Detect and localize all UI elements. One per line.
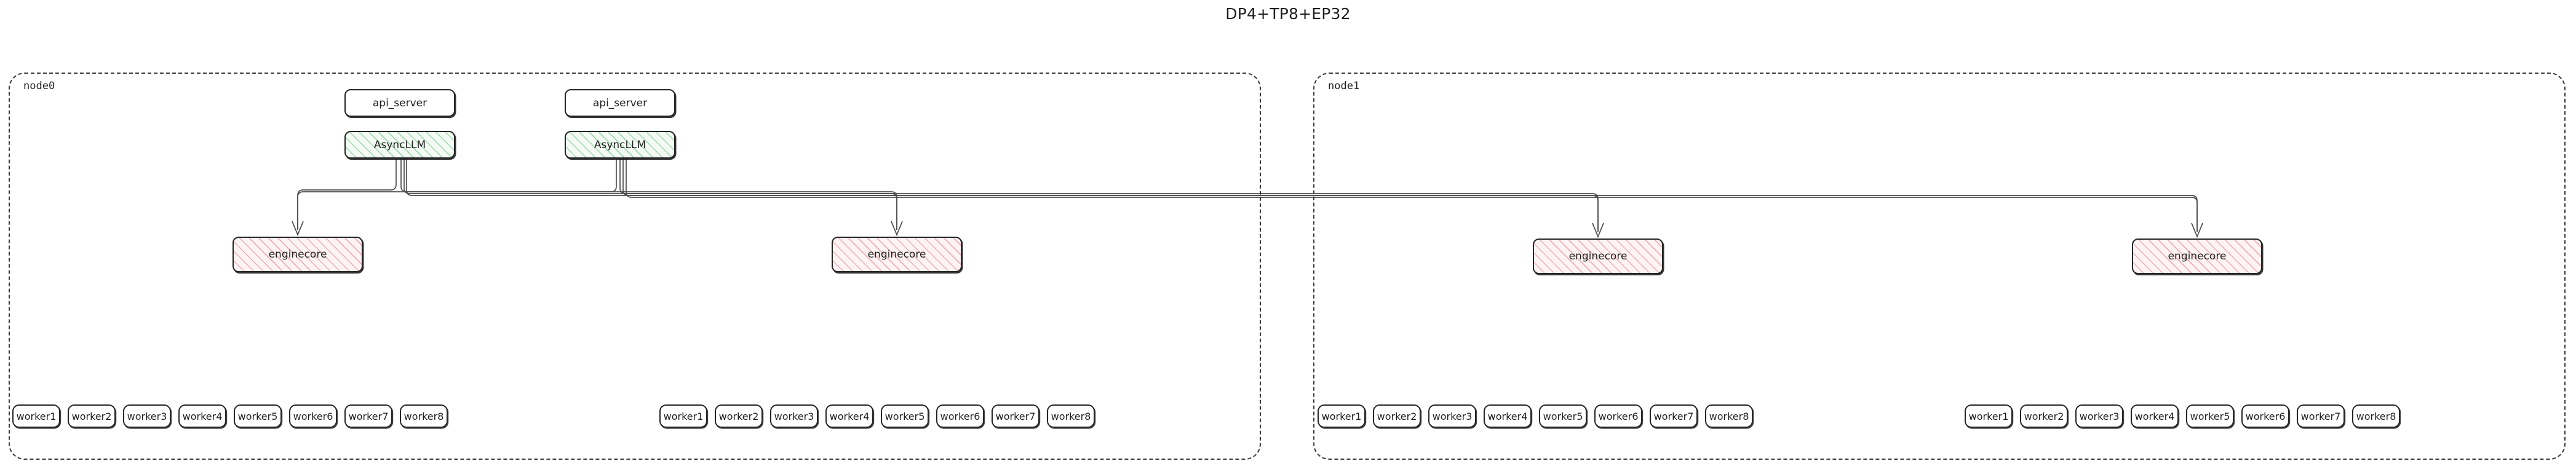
asyncllm-label: AsyncLLM	[594, 138, 646, 151]
worker-label: worker1	[1321, 410, 1362, 422]
worker-label: worker5	[885, 410, 925, 422]
worker-box-n0-g1-2[interactable]: worker3	[770, 404, 818, 428]
worker-label: worker2	[71, 410, 112, 422]
enginecore-label: enginecore	[2168, 250, 2227, 262]
worker-box-n1-g1-3[interactable]: worker4	[2131, 404, 2179, 428]
worker-box-n1-g1-2[interactable]: worker3	[2075, 404, 2123, 428]
worker-label: worker8	[2356, 410, 2396, 422]
worker-box-n0-g0-3[interactable]: worker4	[178, 404, 226, 428]
worker-box-n1-g1-6[interactable]: worker7	[2297, 404, 2345, 428]
worker-label: worker1	[16, 410, 57, 422]
node-panel-label-node0: node0	[23, 80, 55, 92]
worker-box-n0-g0-6[interactable]: worker7	[344, 404, 392, 428]
worker-box-n1-g0-5[interactable]: worker6	[1594, 404, 1642, 428]
worker-box-n0-g0-2[interactable]: worker3	[123, 404, 171, 428]
worker-label: worker5	[2190, 410, 2230, 422]
enginecore-box-n0-0[interactable]: enginecore	[233, 237, 363, 272]
worker-box-n0-g1-3[interactable]: worker4	[825, 404, 873, 428]
worker-box-n1-g1-4[interactable]: worker5	[2186, 404, 2234, 428]
worker-label: worker8	[1051, 410, 1091, 422]
asyncllm-label: AsyncLLM	[373, 138, 426, 151]
enginecore-box-n1-1[interactable]: enginecore	[2132, 238, 2262, 274]
worker-box-n1-g0-1[interactable]: worker2	[1373, 404, 1421, 428]
worker-label: worker3	[1432, 410, 1473, 422]
worker-label: worker7	[995, 410, 1036, 422]
asyncllm-box-n0-0[interactable]: AsyncLLM	[344, 131, 455, 159]
worker-label: worker3	[127, 410, 167, 422]
worker-box-n0-g1-6[interactable]: worker7	[992, 404, 1040, 428]
worker-box-n0-g1-4[interactable]: worker5	[881, 404, 929, 428]
worker-box-n0-g1-7[interactable]: worker8	[1047, 404, 1095, 428]
worker-box-n1-g0-4[interactable]: worker5	[1539, 404, 1587, 428]
api-server-box-n0-0[interactable]: api_server	[344, 89, 455, 117]
worker-label: worker8	[1709, 410, 1749, 422]
worker-box-n1-g0-2[interactable]: worker3	[1428, 404, 1476, 428]
worker-label: worker2	[1377, 410, 1417, 422]
worker-label: worker6	[1598, 410, 1639, 422]
worker-label: worker6	[2245, 410, 2286, 422]
worker-label: worker1	[663, 410, 704, 422]
worker-box-n1-g1-0[interactable]: worker1	[1965, 404, 2013, 428]
worker-label: worker3	[774, 410, 814, 422]
worker-label: worker2	[2024, 410, 2064, 422]
worker-label: worker5	[237, 410, 278, 422]
enginecore-box-n1-0[interactable]: enginecore	[1533, 238, 1663, 274]
worker-box-n1-g0-6[interactable]: worker7	[1650, 404, 1698, 428]
api-server-box-n0-1[interactable]: api_server	[565, 89, 675, 117]
worker-label: worker7	[348, 410, 389, 422]
worker-box-n0-g0-0[interactable]: worker1	[12, 404, 60, 428]
worker-label: worker8	[403, 410, 444, 422]
enginecore-label: enginecore	[268, 248, 327, 261]
enginecore-box-n0-1[interactable]: enginecore	[832, 237, 962, 272]
worker-label: worker6	[293, 410, 333, 422]
worker-label: worker7	[2300, 410, 2341, 422]
worker-box-n0-g0-4[interactable]: worker5	[234, 404, 282, 428]
node-panel-node1[interactable]: node1	[1313, 73, 2566, 460]
worker-label: worker3	[2079, 410, 2120, 422]
worker-label: worker4	[829, 410, 870, 422]
worker-label: worker6	[940, 410, 980, 422]
worker-box-n0-g1-0[interactable]: worker1	[659, 404, 707, 428]
worker-label: worker7	[1653, 410, 1694, 422]
worker-box-n0-g1-1[interactable]: worker2	[715, 404, 763, 428]
worker-box-n1-g0-7[interactable]: worker8	[1705, 404, 1753, 428]
worker-box-n1-g0-3[interactable]: worker4	[1484, 404, 1532, 428]
worker-box-n1-g0-0[interactable]: worker1	[1318, 404, 1366, 428]
worker-label: worker4	[2134, 410, 2175, 422]
worker-box-n0-g0-5[interactable]: worker6	[289, 404, 337, 428]
worker-label: worker2	[718, 410, 759, 422]
worker-box-n0-g1-5[interactable]: worker6	[936, 404, 984, 428]
api-server-label: api_server	[372, 97, 427, 109]
worker-label: worker1	[1968, 410, 2009, 422]
page-title: DP4+TP8+EP32	[1225, 5, 1351, 23]
enginecore-label: enginecore	[1568, 250, 1628, 262]
asyncllm-box-n0-1[interactable]: AsyncLLM	[565, 131, 675, 159]
worker-box-n0-g0-1[interactable]: worker2	[68, 404, 116, 428]
worker-box-n0-g0-7[interactable]: worker8	[400, 404, 448, 428]
worker-label: worker4	[1487, 410, 1528, 422]
worker-label: worker4	[182, 410, 223, 422]
worker-label: worker5	[1543, 410, 1583, 422]
node-panel-label-node1: node1	[1328, 80, 1360, 92]
node-panel-node0[interactable]: node0	[9, 73, 1261, 460]
api-server-label: api_server	[592, 97, 648, 109]
worker-box-n1-g1-1[interactable]: worker2	[2020, 404, 2068, 428]
worker-box-n1-g1-5[interactable]: worker6	[2241, 404, 2289, 428]
enginecore-label: enginecore	[867, 248, 926, 261]
worker-box-n1-g1-7[interactable]: worker8	[2352, 404, 2400, 428]
